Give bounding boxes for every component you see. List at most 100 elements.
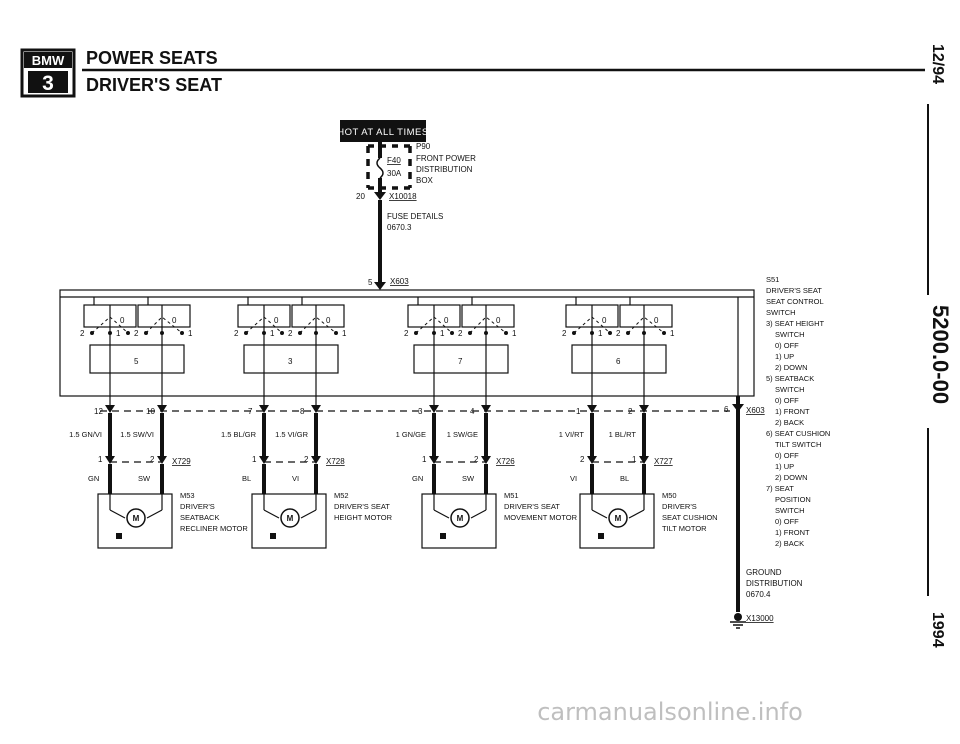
motor-name-line: SEAT CUSHION [662, 513, 718, 522]
ground-line-2: DISTRIBUTION [746, 579, 803, 588]
contact-dot-icon [626, 331, 630, 335]
motor-connector-id: X729 [172, 457, 191, 466]
legend-line: 2) DOWN [775, 473, 808, 482]
motor-name-line: SEATBACK [180, 513, 219, 522]
motor-pin-left: 1 [422, 455, 427, 464]
motor-icon: M [450, 508, 470, 528]
connector-arrow-icon [259, 456, 269, 464]
fuse-id: F40 [387, 156, 401, 165]
connector-arrow-icon [587, 405, 597, 413]
contact-dot-icon [334, 331, 338, 335]
motor-icon: M [608, 508, 628, 528]
connector-arrow-icon [157, 456, 167, 464]
switch-pos-2-right: 2 [288, 329, 293, 338]
motor-pin-right: 2 [304, 455, 309, 464]
switch-pos-off-right: 0 [172, 316, 177, 325]
connector-arrow-icon [157, 405, 167, 413]
switch-pos-1-left: 1 [116, 329, 121, 338]
switch-pos-1-right: 1 [670, 329, 675, 338]
legend-line: TILT SWITCH [775, 440, 821, 449]
motor-pin-left: 1 [252, 455, 257, 464]
switch-pos-2-left: 2 [404, 329, 409, 338]
legend-line: 2) BACK [775, 539, 804, 548]
motor-housing-icon [440, 533, 446, 539]
motor-name-line: M50 [662, 491, 677, 500]
switch-pos-off-right: 0 [326, 316, 331, 325]
motor-connector-id: X728 [326, 457, 345, 466]
wire-color-left: GN [88, 474, 99, 483]
switch-number: 7 [458, 357, 463, 366]
connector-arrow-icon [639, 456, 649, 464]
motor-pin-right: 2 [474, 455, 479, 464]
wire-label-left: 1.5 GN/VI [69, 430, 102, 439]
contact-dot-icon [144, 331, 148, 335]
switch-number: 5 [134, 357, 139, 366]
motor-connector-id: X727 [654, 457, 673, 466]
wire-color-right: BL [620, 474, 629, 483]
fuse-amps: 30A [387, 169, 402, 178]
fuse-element-icon [376, 157, 384, 179]
motor-name-line: M52 [334, 491, 349, 500]
contact-dot-icon [280, 331, 284, 335]
contact-dot-icon [662, 331, 666, 335]
contact-dot-icon [90, 331, 94, 335]
legend-line: 7) SEAT [766, 484, 794, 493]
x603-pin-left: 12 [94, 407, 103, 416]
switch-pos-2-left: 2 [234, 329, 239, 338]
switch-pos-off-left: 0 [120, 316, 125, 325]
contact-dot-icon [414, 331, 418, 335]
x603-pin-left: 3 [418, 407, 423, 416]
side-strip: 12/94 5200.0-00 1994 [927, 44, 953, 648]
fuse-box-ref: P90 [416, 142, 431, 151]
contact-dot-icon [298, 331, 302, 335]
motor-name-line: MOVEMENT MOTOR [504, 513, 578, 522]
motor-name-line: TILT MOTOR [662, 524, 707, 533]
legend-line: S51 [766, 275, 779, 284]
switch-pos-1-left: 1 [440, 329, 445, 338]
connector-arrow-icon [639, 405, 649, 413]
x603-pin-6: 6 [724, 405, 729, 414]
legend-line: SWITCH [775, 385, 805, 394]
connector-arrow-icon [587, 456, 597, 464]
contact-dot-icon [180, 331, 184, 335]
connector-arrow-icon [732, 404, 744, 412]
switch-pos-off-left: 0 [602, 316, 607, 325]
switch-feed-connector: X603 [390, 277, 409, 286]
motor-name-line: DRIVER'S [180, 502, 215, 511]
wire-label-left: 1 GN/GE [396, 430, 426, 439]
fuse-box-line-1: FRONT POWER [416, 154, 476, 163]
contact-dot-icon [504, 331, 508, 335]
connector-arrow-icon [311, 405, 321, 413]
legend-line: SWITCH [775, 506, 805, 515]
motor-name-line: M51 [504, 491, 519, 500]
page-subtitle: DRIVER'S SEAT [86, 75, 222, 95]
fuse-box-line-2: DISTRIBUTION [416, 165, 473, 174]
motor-pin-left: 1 [98, 455, 103, 464]
hot-at-all-times-label: HOT AT ALL TIMES [337, 127, 428, 138]
legend-line: 1) FRONT [775, 528, 810, 537]
legend-line: 3) SEAT HEIGHT [766, 319, 824, 328]
x603-pin-left: 1 [576, 407, 581, 416]
motor-icon: M [280, 508, 300, 528]
switch-pos-1-left: 1 [598, 329, 603, 338]
connector-arrow-icon [105, 405, 115, 413]
watermark-text: carmanualsonline.info [537, 698, 803, 726]
wire-color-right: SW [462, 474, 475, 483]
motor-symbol: M [133, 514, 140, 523]
wire-label-right: 1.5 SW/VI [120, 430, 154, 439]
wire-label-left: 1.5 BL/GR [221, 430, 257, 439]
hot-at-all-times-banner [340, 120, 426, 142]
page-title: POWER SEATS [86, 48, 218, 68]
legend-line: SWITCH [775, 330, 805, 339]
contact-dot-icon [468, 331, 472, 335]
x603-pin-right: 8 [300, 407, 305, 416]
wire-color-left: GN [412, 474, 423, 483]
wire-label-right: 1.5 VI/GR [275, 430, 309, 439]
legend-line: 0) OFF [775, 517, 799, 526]
motor-name-line: DRIVER'S SEAT [504, 502, 560, 511]
